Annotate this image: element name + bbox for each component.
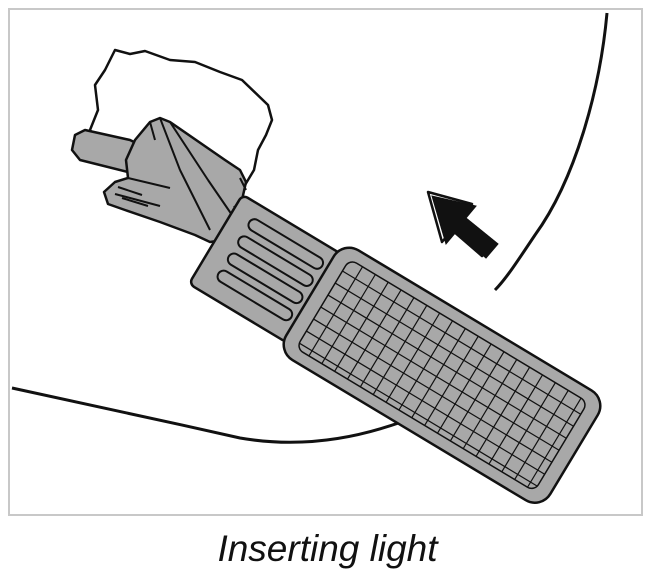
housing-outline-right [493, 12, 609, 292]
figure-frame [8, 8, 643, 516]
lamp-grid [298, 266, 582, 488]
bulb-socket [70, 116, 248, 244]
housing-outline-bottom [11, 386, 421, 444]
insert-direction-arrow [426, 190, 499, 259]
inserting-light-illustration [11, 12, 609, 504]
figure-caption: Inserting light [217, 528, 438, 569]
led-lamp [189, 195, 602, 504]
